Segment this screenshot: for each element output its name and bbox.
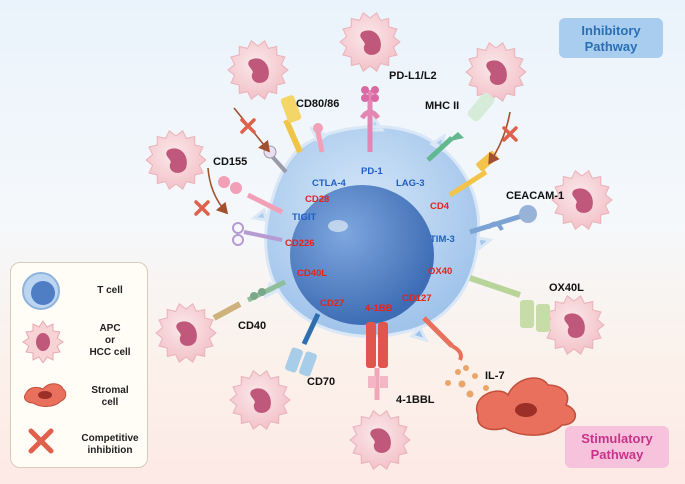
stimulatory-badge-line1: Stimulatory xyxy=(581,431,653,446)
legend-apc-text-2: or xyxy=(105,335,115,346)
label-cd155: CD155 xyxy=(213,156,248,168)
label-pdl1l2: PD-L1/L2 xyxy=(389,70,437,82)
legend-apc-text-3: HCC cell xyxy=(89,347,131,358)
inhibitory-pathway-badge: Inhibitory Pathway xyxy=(559,18,663,58)
label-tim3: TIM-3 xyxy=(430,234,455,245)
legend-stromal-text-2: cell xyxy=(101,397,119,408)
4-1bb-4-1bbl-pair xyxy=(366,322,388,400)
apc-cell-cd70 xyxy=(229,370,291,430)
apc-cell-top xyxy=(339,12,401,72)
t-cell xyxy=(250,114,494,343)
label-lag3: LAG-3 xyxy=(396,178,425,189)
label-ox40: OX40 xyxy=(428,266,453,277)
il7-dots xyxy=(445,365,489,398)
label-tigit: TIGIT xyxy=(292,212,317,223)
legend-item-tcell: T cell xyxy=(11,271,147,315)
legend: T cell APC or HCC cell Stromal cell xyxy=(10,262,148,468)
legend-item-inhibition: Competitive inhibition xyxy=(11,427,147,463)
label-cd70: CD70 xyxy=(307,376,336,388)
apc-cell-cd8086 xyxy=(227,40,289,100)
tcell-legend-icon xyxy=(22,272,60,310)
label-cd40: CD40 xyxy=(238,320,267,332)
x-mark-icon xyxy=(28,428,54,454)
label-cd8086: CD80/86 xyxy=(296,98,340,110)
cd4-ceacam1-pair xyxy=(448,150,537,235)
legend-item-stromal: Stromal cell xyxy=(11,377,147,417)
legend-inhibition-text-2: inhibition xyxy=(87,445,133,456)
label-4-1bb: 4-1BB xyxy=(365,303,393,314)
label-il7: IL-7 xyxy=(485,370,505,382)
ctla4-cd28-cd8086-pair xyxy=(263,95,325,174)
apc-cell-cd155 xyxy=(145,130,207,190)
stimulatory-pathway-badge: Stimulatory Pathway xyxy=(565,426,669,468)
legend-apc-text-1: APC xyxy=(99,323,121,334)
lag3-mhc2-pair xyxy=(426,92,495,162)
legend-inhibition-text-1: Competitive xyxy=(81,433,139,444)
label-cd226: CD226 xyxy=(285,238,315,249)
apc-cell-cd40 xyxy=(155,303,217,363)
label-mhc2: MHC II xyxy=(425,100,460,112)
stimulatory-badge-line2: Pathway xyxy=(590,447,644,462)
apc-cell-4-1bbl xyxy=(349,410,411,470)
inhibitory-badge-line2: Pathway xyxy=(584,39,638,54)
inhibition-x-marks xyxy=(194,118,518,216)
label-pd1: PD-1 xyxy=(361,166,383,177)
stromal-cell xyxy=(475,377,576,436)
cd40l-cd40-pair xyxy=(212,279,287,321)
label-ceacam1: CEACAM-1 xyxy=(506,190,565,202)
label-4-1bbl: 4-1BBL xyxy=(396,394,435,406)
cd127-il7-pair xyxy=(422,316,463,361)
apc-cell-ceacam1 xyxy=(551,170,613,230)
label-cd40l: CD40L xyxy=(297,268,328,279)
apc-cell-mhc2 xyxy=(465,42,527,102)
apc-cells xyxy=(145,12,613,470)
label-cd28: CD28 xyxy=(305,194,330,205)
apc-legend-icon xyxy=(22,320,64,363)
inhibitory-badge-line1: Inhibitory xyxy=(581,23,641,38)
label-cd127: CD127 xyxy=(402,293,432,304)
legend-stromal-text-1: Stromal xyxy=(91,385,129,396)
legend-tcell-text: T cell xyxy=(97,285,123,296)
label-cd4: CD4 xyxy=(430,201,450,212)
t-cell-nucleus xyxy=(290,185,434,325)
legend-item-apc: APC or HCC cell xyxy=(11,319,147,367)
stromal-legend-icon xyxy=(24,383,67,407)
label-ox40l: OX40L xyxy=(549,282,584,294)
ox40-ox40l-pair xyxy=(469,275,550,332)
pd1-pdl1-pair xyxy=(359,86,381,152)
label-cd27: CD27 xyxy=(320,298,345,309)
label-ctla4: CTLA-4 xyxy=(312,178,346,189)
cd27-cd70-pair xyxy=(285,312,321,377)
apc-cell-ox40l xyxy=(543,295,605,355)
tigit-cd155-pair xyxy=(218,176,284,246)
